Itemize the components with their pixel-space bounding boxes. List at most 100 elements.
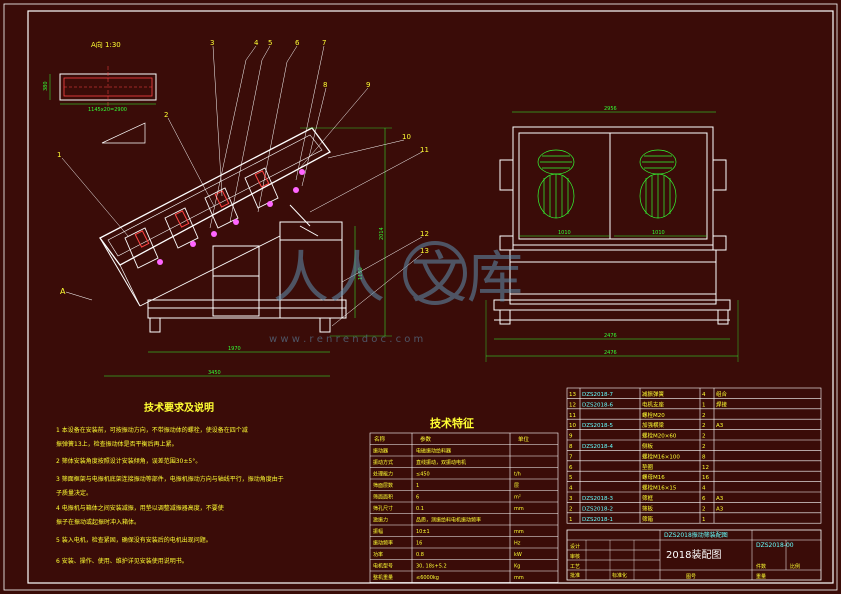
dim-side-height: 1100	[358, 267, 364, 280]
bom-cell: DZS2018-6	[582, 402, 613, 408]
leader-3: 3	[210, 39, 214, 47]
specs-cell: 层	[514, 483, 519, 489]
specs-cell: 直线振动，双振动电机	[416, 459, 466, 466]
bom-cell: 5	[569, 475, 573, 481]
bom-cell: DZS2018-4	[582, 444, 613, 450]
dim-side-total: 3450	[208, 370, 221, 376]
screen-box	[99, 127, 331, 266]
title-label-design: 设计	[570, 543, 580, 550]
specs-grid	[369, 432, 559, 583]
dim-front-bottom2: 2476	[604, 350, 617, 356]
bom-grid	[566, 387, 822, 524]
specs-cell: 功率	[373, 551, 383, 558]
tech-req-line-3: 2 筛体安装角度按照设计安装倾角，误差范围30±5°。	[56, 457, 201, 465]
bom-cell: 1	[569, 517, 573, 523]
leader-lines	[61, 45, 423, 327]
bom-cell: A3	[716, 496, 724, 502]
specs-cell: 筛面面积	[373, 494, 393, 501]
leader-7: 7	[322, 39, 326, 47]
leader-2: 2	[164, 111, 168, 119]
specs-header-cell: 单位	[518, 435, 530, 443]
bom-cell: 侧板	[642, 442, 654, 450]
specs-cell: 16	[416, 541, 422, 547]
title-right-label-scale: 比例	[790, 563, 800, 570]
dim-front-inner-right: 1010	[652, 230, 665, 236]
bom-cell: 减振弹簧	[642, 390, 665, 398]
angle-triangle	[101, 122, 146, 144]
bom-cell: A3	[716, 506, 724, 512]
specs-cell: 筛面层数	[373, 482, 393, 489]
specs-cell: mm	[514, 506, 524, 512]
motor-bolts	[157, 169, 305, 265]
specs-cell: mm	[514, 575, 524, 581]
leader-9: 9	[366, 81, 370, 89]
specs-cell: ≤450	[416, 472, 430, 478]
specs-cell: 振动器	[373, 448, 388, 455]
leader-13: 13	[420, 247, 429, 255]
title-block-code: DZS2018-00	[756, 542, 794, 549]
tech-req-line-1: 1 本设备在安装前，可按振动方向，不带振动体的螺栓，使设备在四个减	[56, 426, 248, 434]
motor-marks	[134, 170, 270, 248]
leader-numbers: 1 2 3 4 5 6 7 8 9 10 11 12 13	[57, 39, 429, 255]
title-block-subtitle: 2018装配图	[666, 548, 721, 561]
bom-cell: 4	[569, 486, 573, 492]
title-block-name: DZS2018振动筛装配图	[664, 531, 728, 539]
specs-cell: 筛孔尺寸	[373, 505, 393, 512]
specs-cell: 6	[416, 495, 419, 501]
leader-12: 12	[420, 230, 429, 238]
bom-cell: 螺栓M16×100	[642, 452, 680, 460]
title-block: DZS2018振动筛装配图 2018装配图 DZS2018-00 设计 审核 工…	[566, 529, 822, 581]
front-box-lower	[509, 249, 717, 305]
dim-front-bottom: 2476	[604, 333, 617, 339]
specs-cell: 振动方式	[373, 459, 393, 466]
specs-cell: 振幅	[373, 528, 383, 535]
side-plates	[124, 167, 279, 269]
bom-cell: 12	[702, 465, 709, 471]
bom-cell: 10	[569, 423, 576, 429]
leader-11: 11	[420, 146, 429, 154]
bom-cell: DZS2018-7	[582, 392, 613, 398]
bom-cell: 16	[702, 475, 709, 481]
bom-cell: 2	[702, 444, 706, 450]
specs-table: 技术特征 名称参数单位振动器电磁振动给料器振动方式直线振动，双振动电机处理能力≤…	[369, 416, 559, 583]
specs-cell: 电机型号	[373, 563, 393, 570]
bom-cell: 焊接	[716, 400, 728, 408]
specs-title: 技术特征	[430, 416, 474, 430]
bom-cell: 8	[702, 454, 706, 460]
bom-cell: 12	[569, 402, 576, 408]
bom-cell: 2	[702, 413, 706, 419]
bom-cell: A3	[716, 423, 724, 429]
bom-cell: 13	[569, 392, 576, 398]
bom-cell: DZS2018-2	[582, 506, 613, 512]
bom-cell: 3	[569, 496, 573, 502]
bom-cell: 2	[702, 434, 706, 440]
front-motor-right	[639, 149, 677, 219]
dim-front-top: 2956	[604, 106, 617, 112]
view-a-scale-label: A向 1:30	[91, 40, 121, 49]
bom-cell: 1	[702, 402, 706, 408]
dim-side-height2: 2014	[379, 227, 385, 240]
bom-cell: 9	[569, 434, 573, 440]
bom-cell: 筛框	[642, 494, 654, 502]
specs-cell: Hz	[514, 541, 521, 547]
sheet-border-inner	[27, 10, 834, 584]
specs-cell: mm	[514, 529, 524, 535]
bom-cell: 电机支座	[642, 400, 665, 408]
specs-cell: 激振力	[373, 517, 388, 524]
specs-cell: 处理能力	[373, 471, 393, 478]
specs-cell: ≤6000kg	[416, 575, 439, 581]
bom-cell: 螺栓M20×60	[642, 432, 677, 440]
bom-cell: DZS2018-3	[582, 496, 613, 502]
bom-cell: 4	[702, 486, 706, 492]
leader-4: 4	[254, 39, 259, 47]
tech-req-line-5: 子质量决定。	[56, 489, 92, 497]
specs-cell: 0.1	[416, 506, 424, 512]
tech-req-line-4: 3 筛面框架与电振机底架连接振动等部件，电振机振动方向与轴线平行，振动角度由于	[56, 475, 284, 483]
dim-side-frame: 1970	[228, 346, 241, 352]
bom-cell: 加强横梁	[642, 421, 665, 429]
title-label-approve: 批准	[570, 572, 580, 579]
specs-cell: 振动频率	[373, 540, 393, 547]
